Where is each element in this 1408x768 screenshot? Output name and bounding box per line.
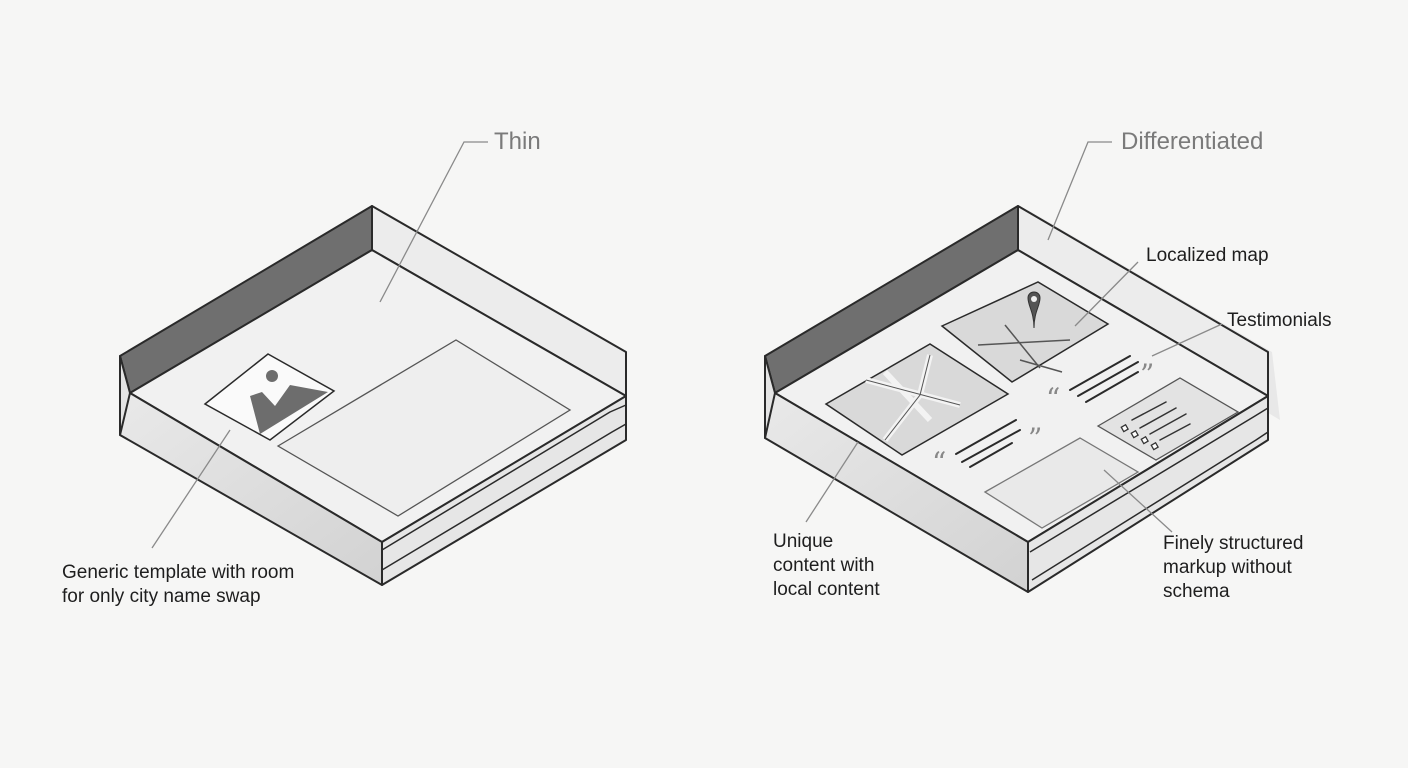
text-line	[1077, 361, 1139, 397]
map-road-1	[977, 339, 1071, 346]
text-line	[955, 419, 1017, 455]
thin-right-face	[381, 395, 627, 586]
thin-leader-lines	[151, 141, 488, 549]
markup-block	[983, 437, 1140, 529]
map-road-3	[1019, 359, 1063, 373]
thin-content-block	[276, 339, 572, 517]
text-line	[969, 442, 1013, 468]
text-line	[1069, 355, 1131, 391]
map-road-2	[1004, 324, 1041, 369]
markup-leader	[1103, 469, 1173, 533]
diff-page-tray	[764, 205, 1269, 593]
map-tile-top	[940, 281, 1110, 383]
unique-leader	[805, 441, 859, 523]
thin-annotation: Generic template with room for only city…	[62, 562, 295, 607]
map-street-edge-2	[884, 354, 931, 441]
thin-title-leader	[379, 141, 488, 303]
quote-icon: “	[932, 446, 946, 479]
markup-label: Finely structured markup without schema	[1163, 533, 1304, 602]
image-sun	[266, 370, 278, 382]
unique-content-map	[824, 343, 1010, 456]
testimonials-label: Testimonials	[1227, 310, 1332, 331]
testimonial-lines-top	[1069, 355, 1139, 403]
text-line	[1085, 371, 1139, 403]
checklist-lines	[1131, 401, 1191, 441]
thin-image-placeholder	[203, 353, 336, 441]
quote-icon: “	[1046, 382, 1060, 415]
differentiated-title: Differentiated	[1121, 128, 1264, 155]
checklist-icon	[1120, 423, 1159, 451]
unique-content-label: Unique content with local content	[773, 531, 880, 600]
map-street-edge-1	[865, 379, 961, 406]
quote-icon: ”	[1140, 358, 1154, 391]
map-street-2	[882, 369, 933, 423]
testimonial-lines-middle	[955, 419, 1021, 468]
thin-title: Thin	[494, 128, 541, 155]
testimonials-leader	[1151, 323, 1223, 357]
map-leader	[1074, 261, 1139, 327]
checklist-card	[1096, 377, 1240, 461]
localized-map-label: Localized map	[1146, 245, 1269, 266]
thin-annotation-leader	[151, 429, 231, 549]
image-mountain	[250, 385, 328, 434]
diff-ledge-inner	[1031, 431, 1269, 581]
map-pin-icon	[1027, 291, 1041, 329]
quote-icon: ”	[1028, 422, 1042, 455]
text-line	[961, 429, 1021, 463]
thin-ledge-inner	[381, 423, 627, 571]
checklist-card-bg	[1096, 377, 1240, 461]
diff-leader-lines	[805, 141, 1223, 533]
localized-map-block	[940, 281, 1110, 383]
diff-title-leader	[1047, 141, 1112, 241]
image-placeholder-icon	[203, 353, 336, 441]
diff-ledge	[1029, 407, 1269, 553]
thin-ledge	[381, 404, 627, 551]
